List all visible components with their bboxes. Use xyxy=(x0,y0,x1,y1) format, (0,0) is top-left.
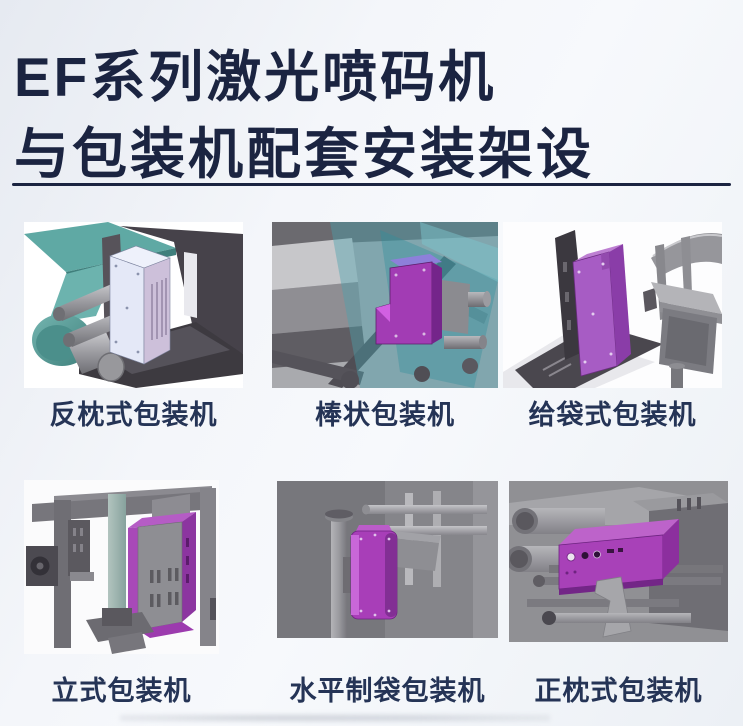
horizontal-bag-making-illustration xyxy=(277,481,498,638)
machine-card-horizontal-bag-making: 水平制袋包装机 xyxy=(277,481,498,708)
machine-card-forward-pillow: 正枕式包装机 xyxy=(509,481,728,708)
machine-card-vertical: 立式包装机 xyxy=(24,480,219,708)
machine-card-bag-feeding: 给袋式包装机 xyxy=(503,222,722,432)
title-line-1: EF系列激光喷码机 xyxy=(14,45,497,108)
cad-render-horizontal-bag-making xyxy=(277,481,498,638)
machine-label: 反枕式包装机 xyxy=(49,400,218,430)
machine-card-stick-pack: 棒状包装机 xyxy=(272,222,498,432)
machine-label: 水平制袋包装机 xyxy=(289,676,486,706)
page-title: EF系列激光喷码机 与包装机配套安装架设 xyxy=(14,39,594,193)
stick-pack-illustration xyxy=(272,222,498,388)
bag-feeding-illustration xyxy=(503,222,722,388)
cad-render-stick-pack xyxy=(272,222,498,388)
rotary-carousel xyxy=(643,233,722,388)
cad-render-bag-feeding xyxy=(503,222,722,388)
title-divider xyxy=(12,183,731,186)
vertical-packer-illustration xyxy=(24,480,219,654)
forward-pillow-illustration xyxy=(509,481,728,642)
laser-printer-device xyxy=(572,244,631,377)
machine-label: 棒状包装机 xyxy=(315,400,455,430)
machine-card-reverse-pillow: 反枕式包装机 xyxy=(24,222,243,432)
cad-render-vertical xyxy=(24,480,219,654)
laser-printer-device xyxy=(375,254,442,345)
bottom-shadow xyxy=(120,712,550,724)
laser-printer-device xyxy=(558,519,679,595)
machine-label: 给袋式包装机 xyxy=(528,400,697,430)
machine-label: 正枕式包装机 xyxy=(534,676,703,706)
machine-label: 立式包装机 xyxy=(51,676,192,706)
title-line-2: 与包装机配套安装架设 xyxy=(14,122,595,185)
cad-render-forward-pillow xyxy=(509,481,728,642)
reverse-pillow-illustration xyxy=(24,222,243,388)
cad-render-reverse-pillow xyxy=(24,222,243,388)
laser-printer-device xyxy=(350,525,398,620)
laser-printer-device xyxy=(109,245,171,365)
laser-printer-device xyxy=(128,512,196,638)
